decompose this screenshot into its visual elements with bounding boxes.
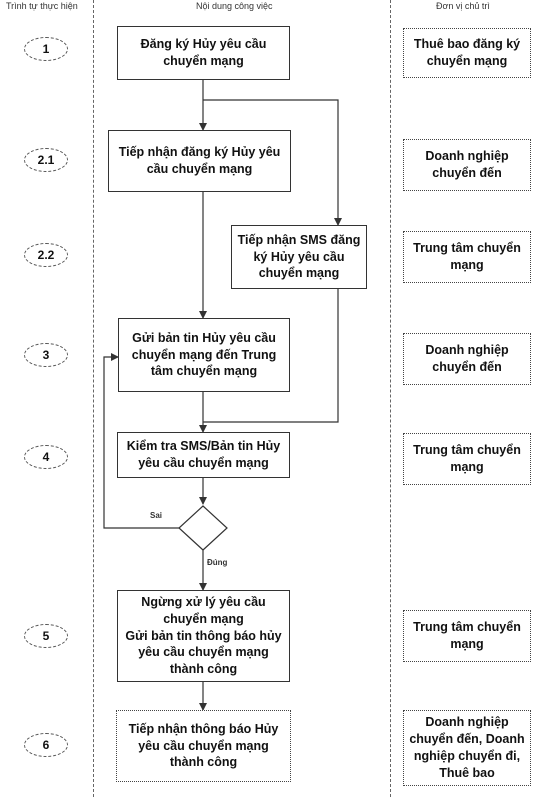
task-box-5: Ngừng xử lý yêu cầu chuyển mạng Gửi bản … <box>117 590 290 682</box>
task-box-4: Kiểm tra SMS/Bản tin Hủy yêu cầu chuyển … <box>117 432 290 478</box>
task-box-1: Đăng ký Hủy yêu cầu chuyển mạng <box>117 26 290 80</box>
unit-box-2-2: Trung tâm chuyển mạng <box>403 231 531 283</box>
unit-text-2-2: Trung tâm chuyển mạng <box>413 241 521 272</box>
unit-box-4: Trung tâm chuyển mạng <box>403 433 531 485</box>
task-text-2-1: Tiếp nhận đăng ký Hủy yêu cầu chuyển mạn… <box>118 145 281 176</box>
step-oval-5: 5 <box>24 624 68 648</box>
task-text-5a: Ngừng xử lý yêu cầu chuyển mạng <box>141 594 266 626</box>
decision-true-label: Đúng <box>207 558 228 567</box>
unit-text-6: Doanh nghiệp chuyển đến, Doanh nghiệp ch… <box>409 715 525 780</box>
step-oval-1: 1 <box>24 37 68 61</box>
arrow-decision-sai <box>103 353 180 529</box>
unit-text-4: Trung tâm chuyển mạng <box>413 443 521 474</box>
unit-text-5: Trung tâm chuyển mạng <box>413 620 521 651</box>
header-step: Trình tự thực hiện <box>6 1 78 11</box>
task-text-1: Đăng ký Hủy yêu cầu chuyển mạng <box>140 37 267 68</box>
unit-text-2-1: Doanh nghiệp chuyển đến <box>425 149 509 180</box>
header-unit: Đơn vị chủ trì <box>436 1 490 11</box>
unit-box-5: Trung tâm chuyển mạng <box>403 610 531 662</box>
unit-box-6: Doanh nghiệp chuyển đến, Doanh nghiệp ch… <box>403 710 531 786</box>
step-oval-2-2: 2.2 <box>24 243 68 267</box>
unit-text-3: Doanh nghiệp chuyển đến <box>425 343 509 374</box>
arrow-1-to-2-2 <box>203 99 342 226</box>
task-text-5b: Gửi bản tin thông báo hủy yêu cầu chuyển… <box>125 628 282 677</box>
task-text-2-2: Tiếp nhận SMS đăng ký Hủy yêu cầu chuyển… <box>237 232 361 281</box>
decision-false-label: Sai <box>150 511 163 520</box>
lane-separator-left <box>93 0 94 797</box>
unit-text-1: Thuê bao đăng ký chuyển mạng <box>413 37 521 68</box>
task-text-3: Gửi bản tin Hủy yêu cầu chuyển mạng đến … <box>131 330 277 379</box>
task-box-2-2: Tiếp nhận SMS đăng ký Hủy yêu cầu chuyển… <box>231 225 367 289</box>
decision-diamond <box>178 505 228 551</box>
unit-box-3: Doanh nghiệp chuyển đến <box>403 333 531 385</box>
task-box-6: Tiếp nhận thông báo Hủy yêu cầu chuyển m… <box>116 710 291 782</box>
unit-box-2-1: Doanh nghiệp chuyển đến <box>403 139 531 191</box>
step-oval-6: 6 <box>24 733 68 757</box>
task-text-4: Kiểm tra SMS/Bản tin Hủy yêu cầu chuyển … <box>126 439 281 470</box>
task-box-2-1: Tiếp nhận đăng ký Hủy yêu cầu chuyển mạn… <box>108 130 291 192</box>
task-text-6: Tiếp nhận thông báo Hủy yêu cầu chuyển m… <box>128 721 279 770</box>
lane-separator-right <box>390 0 391 797</box>
header-content: Nội dung công việc <box>196 1 273 11</box>
step-oval-4: 4 <box>24 445 68 469</box>
step-oval-2-1: 2.1 <box>24 148 68 172</box>
step-oval-3: 3 <box>24 343 68 367</box>
arrow-2-2-to-4 <box>203 289 339 423</box>
task-box-3: Gửi bản tin Hủy yêu cầu chuyển mạng đến … <box>118 318 290 392</box>
unit-box-1: Thuê bao đăng ký chuyển mạng <box>403 28 531 78</box>
